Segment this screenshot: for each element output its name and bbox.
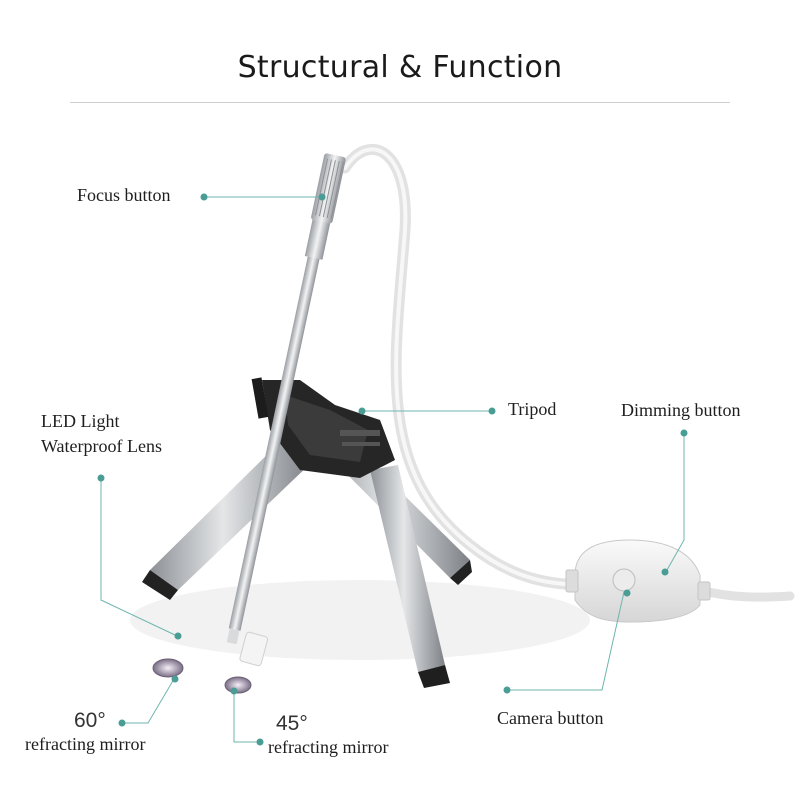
camera-dot <box>503 686 511 694</box>
mirror-60-label: refracting mirror <box>25 734 146 754</box>
tripod-label: Tripod <box>508 399 557 419</box>
tripod-dot <box>488 407 496 415</box>
microscope-body <box>226 153 346 645</box>
floor-shadow <box>130 580 590 660</box>
camera-button-graphic <box>612 568 636 592</box>
mirror-45-dot <box>256 738 264 746</box>
mirror-60-angle: 60° <box>74 709 106 732</box>
mirror-60-dot <box>118 719 126 727</box>
camera-target-dot <box>623 589 631 597</box>
focus-button-dot <box>200 193 208 201</box>
mirror-60-target-dot <box>171 675 179 683</box>
mirror-45-angle: 45° <box>276 712 308 735</box>
led-target-dot <box>174 632 182 640</box>
title-divider <box>70 102 730 103</box>
waterproof-lens-label: Waterproof Lens <box>41 436 162 456</box>
tripod-head <box>251 377 395 478</box>
dimming-dot <box>680 429 688 437</box>
dimming-target-dot <box>661 568 669 576</box>
focus-button-target-dot <box>318 193 326 201</box>
camera-button-label: Camera button <box>497 708 604 728</box>
mirror-60-graphic <box>152 658 184 678</box>
mirror-45-target-dot <box>230 687 238 695</box>
callout-lines <box>100 196 685 743</box>
page-title: Structural & Function <box>237 50 563 85</box>
control-box <box>565 539 711 623</box>
tripod-target-dot <box>358 407 366 415</box>
dimming-button-label: Dimming button <box>621 400 741 420</box>
callout-dots <box>97 193 688 746</box>
led-dot <box>97 474 105 482</box>
focus-button-label: Focus button <box>77 185 171 205</box>
usb-cable-tail <box>695 585 795 602</box>
mirror-45-label: refracting mirror <box>268 737 389 757</box>
led-light-label: LED Light <box>41 411 120 431</box>
